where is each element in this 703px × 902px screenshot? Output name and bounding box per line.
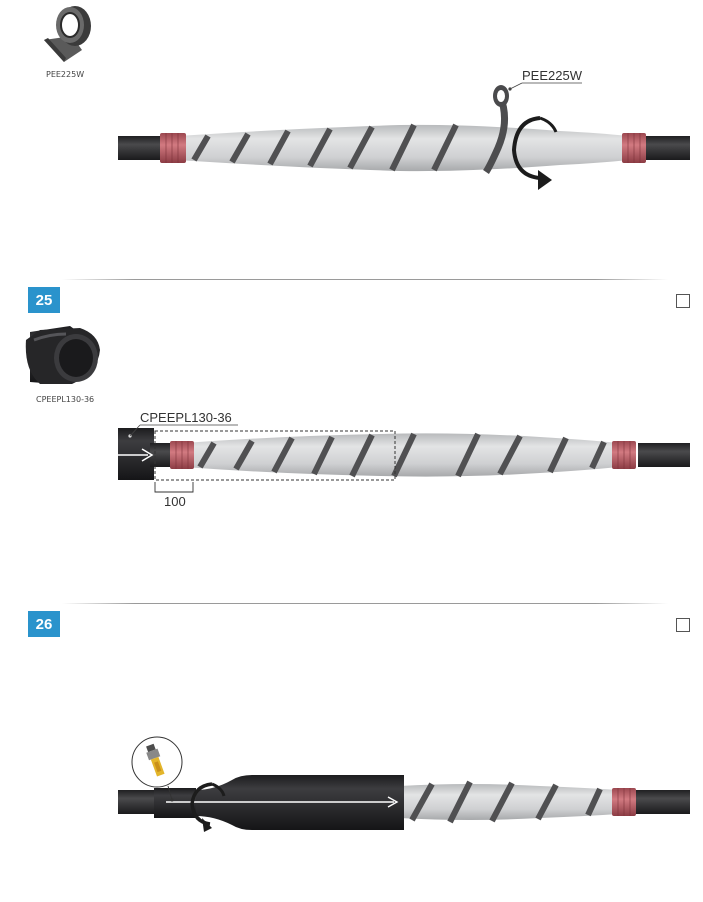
- section-divider-2: [62, 603, 668, 604]
- dimension-label: 100: [164, 494, 186, 509]
- section-divider: [62, 279, 668, 280]
- product-label-tape: PEE225W: [46, 70, 85, 79]
- step-checkbox-26[interactable]: [676, 618, 690, 632]
- step-number-badge-26: 26: [28, 611, 60, 637]
- callout-label-tape: PEE225W: [522, 68, 582, 83]
- callout-label-tube: CPEEPL130-36: [140, 410, 232, 425]
- step-checkbox[interactable]: [676, 294, 690, 308]
- step-number-badge: 25: [28, 287, 60, 313]
- product-label-tube: CPEEPL130-36: [36, 395, 95, 404]
